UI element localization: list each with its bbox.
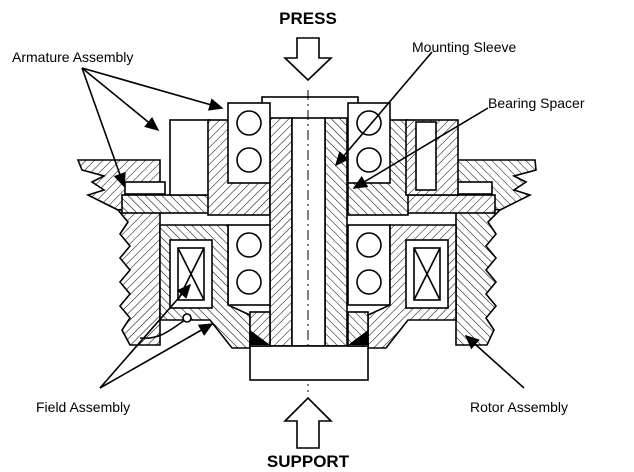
mounting-sleeve-label: Mounting Sleeve bbox=[412, 39, 517, 55]
mounting-sleeve-shaft bbox=[269, 90, 348, 392]
press-label: PRESS bbox=[279, 9, 337, 28]
leader-lines bbox=[81, 51, 525, 389]
upper-bearings bbox=[227, 102, 391, 184]
lower-bearings bbox=[227, 224, 391, 306]
press-arrow bbox=[283, 37, 333, 82]
support-label: SUPPORT bbox=[267, 452, 350, 471]
support-arrow bbox=[283, 396, 333, 449]
field-housing bbox=[159, 224, 457, 349]
rotor-pulley bbox=[76, 159, 537, 346]
base-collar bbox=[249, 311, 369, 381]
field-assembly-label: Field Assembly bbox=[36, 399, 130, 415]
rotor-assembly-label: Rotor Assembly bbox=[470, 399, 568, 415]
field-lead-wire bbox=[139, 319, 186, 340]
bearing-spacer-label: Bearing Spacer bbox=[488, 95, 585, 111]
armature-assembly-label: Armature Assembly bbox=[12, 49, 133, 65]
